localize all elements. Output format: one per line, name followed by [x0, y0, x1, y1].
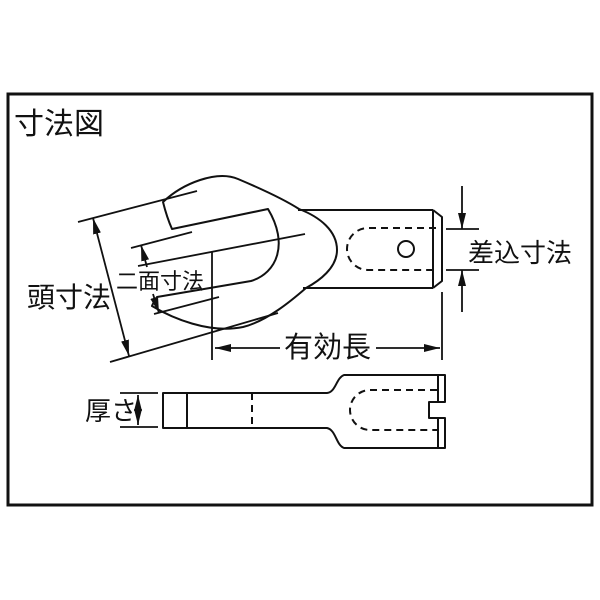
dimension-head-size: 頭寸法	[27, 190, 279, 363]
wrench-head-outline	[151, 175, 338, 330]
dimension-insert-size: 差込寸法	[446, 186, 572, 312]
side-profile-outline	[162, 374, 446, 449]
label-flats-dimension: 二面寸法	[116, 269, 204, 294]
flats-extension-upper	[130, 231, 193, 249]
shank-end-cap	[432, 209, 443, 289]
label-insert-dimension: 差込寸法	[468, 238, 572, 268]
label-head-dimension: 頭寸法	[27, 282, 111, 313]
dimension-thickness: 厚さ	[85, 392, 158, 428]
side-drive-pocket-hidden-outline	[349, 389, 437, 431]
pin-hole	[397, 240, 415, 258]
drive-pocket-hidden-outline	[346, 227, 436, 271]
drawing-border	[6, 92, 594, 507]
dimension-flats-size: 二面寸法	[116, 231, 220, 315]
flats-extension-lower	[153, 296, 220, 315]
head-size-extension-upper	[77, 190, 198, 223]
flats-dimension-lower-stub	[150, 293, 160, 314]
label-effective-length: 有効長	[284, 331, 371, 364]
label-thickness: 厚さ	[85, 396, 137, 426]
head-size-extension-lower	[109, 312, 279, 363]
head-size-dimension-line	[92, 217, 130, 357]
drawing-title: 寸法図	[14, 108, 104, 141]
jaw-center-line	[137, 233, 306, 267]
dimension-effective-length: 有効長	[215, 292, 443, 364]
flats-dimension-upper-stub	[140, 244, 150, 268]
side-view	[162, 374, 446, 449]
